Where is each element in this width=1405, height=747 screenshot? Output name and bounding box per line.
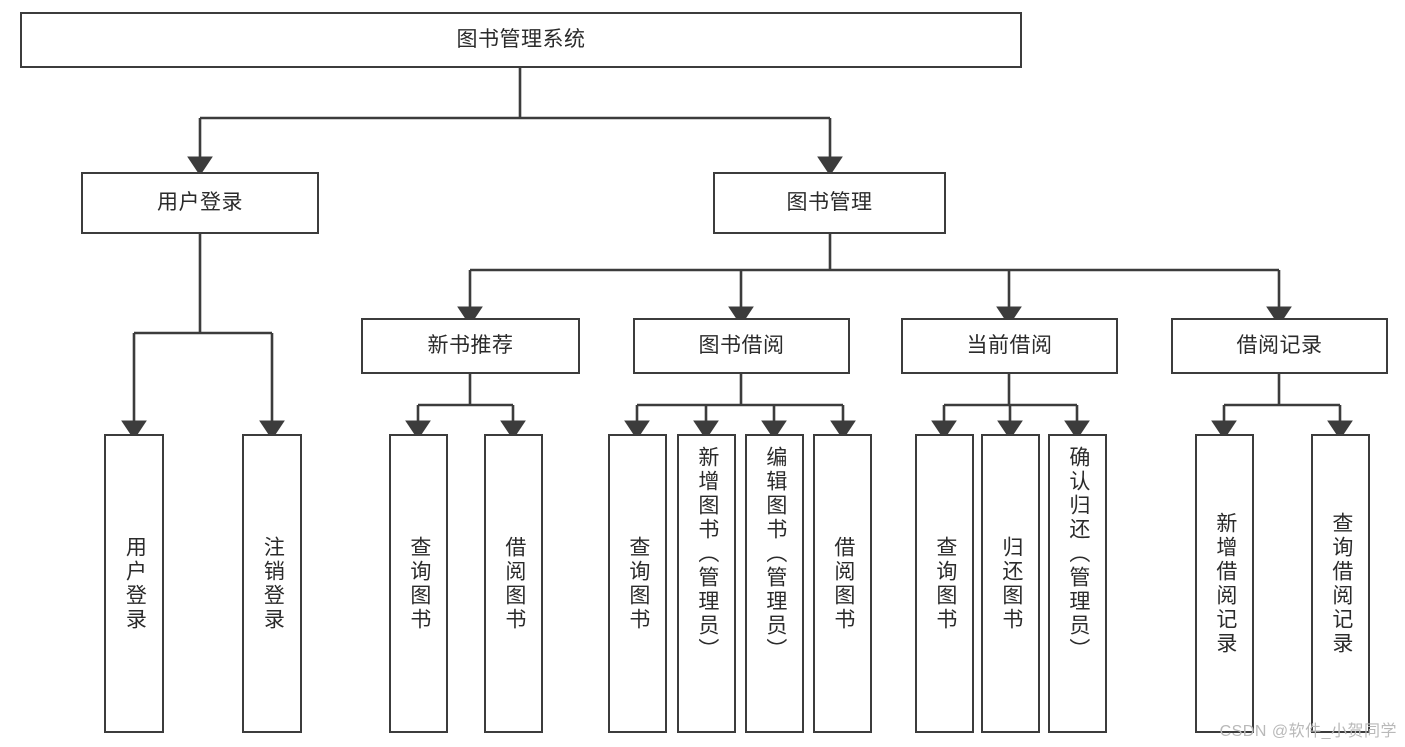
node-leaf-confirm-return[interactable]: 确认归还（管理员） [1048, 434, 1107, 733]
node-book-manage[interactable]: 图书管理 [713, 172, 946, 234]
node-leaf-query-book-1-label: 查询图书 [407, 535, 431, 632]
node-leaf-query-book-3-label: 查询图书 [933, 535, 957, 632]
node-leaf-query-book-1[interactable]: 查询图书 [389, 434, 448, 733]
node-borrow-record[interactable]: 借阅记录 [1171, 318, 1388, 374]
node-book-borrow[interactable]: 图书借阅 [633, 318, 850, 374]
node-leaf-edit-book-label: 编辑图书（管理员） [763, 446, 787, 662]
node-leaf-add-book[interactable]: 新增图书（管理员） [677, 434, 736, 733]
node-leaf-logout[interactable]: 注销登录 [242, 434, 302, 733]
node-leaf-user-login-label: 用户登录 [123, 535, 147, 632]
node-current-borrow-label: 当前借阅 [966, 333, 1053, 357]
node-leaf-logout-label: 注销登录 [261, 535, 285, 632]
node-new-book-recommend-label: 新书推荐 [427, 333, 514, 357]
node-book-borrow-label: 图书借阅 [698, 333, 785, 357]
node-leaf-query-record[interactable]: 查询借阅记录 [1311, 434, 1370, 733]
node-root-label: 图书管理系统 [456, 27, 586, 51]
node-leaf-return-book[interactable]: 归还图书 [981, 434, 1040, 733]
watermark: CSDN @软件_小贺同学 [1219, 723, 1397, 740]
node-leaf-query-book-3[interactable]: 查询图书 [915, 434, 974, 733]
node-leaf-query-book-2[interactable]: 查询图书 [608, 434, 667, 733]
node-leaf-edit-book[interactable]: 编辑图书（管理员） [745, 434, 804, 733]
node-user-login[interactable]: 用户登录 [81, 172, 319, 234]
node-leaf-borrow-book-1[interactable]: 借阅图书 [484, 434, 543, 733]
node-leaf-borrow-book-1-label: 借阅图书 [502, 535, 526, 632]
node-leaf-return-book-label: 归还图书 [999, 535, 1023, 632]
node-leaf-add-record-label: 新增借阅记录 [1213, 511, 1237, 656]
node-leaf-add-record[interactable]: 新增借阅记录 [1195, 434, 1254, 733]
node-new-book-recommend[interactable]: 新书推荐 [361, 318, 580, 374]
node-user-login-label: 用户登录 [157, 190, 243, 214]
node-leaf-borrow-book-2-label: 借阅图书 [831, 535, 855, 632]
node-borrow-record-label: 借阅记录 [1236, 333, 1323, 357]
node-leaf-query-record-label: 查询借阅记录 [1329, 511, 1353, 656]
node-leaf-add-book-label: 新增图书（管理员） [695, 446, 719, 662]
node-leaf-user-login[interactable]: 用户登录 [104, 434, 164, 733]
node-leaf-borrow-book-2[interactable]: 借阅图书 [813, 434, 872, 733]
node-book-manage-label: 图书管理 [786, 190, 873, 214]
node-leaf-confirm-return-label: 确认归还（管理员） [1066, 446, 1090, 662]
node-leaf-query-book-2-label: 查询图书 [626, 535, 650, 632]
node-root[interactable]: 图书管理系统 [20, 12, 1022, 68]
node-current-borrow[interactable]: 当前借阅 [901, 318, 1118, 374]
